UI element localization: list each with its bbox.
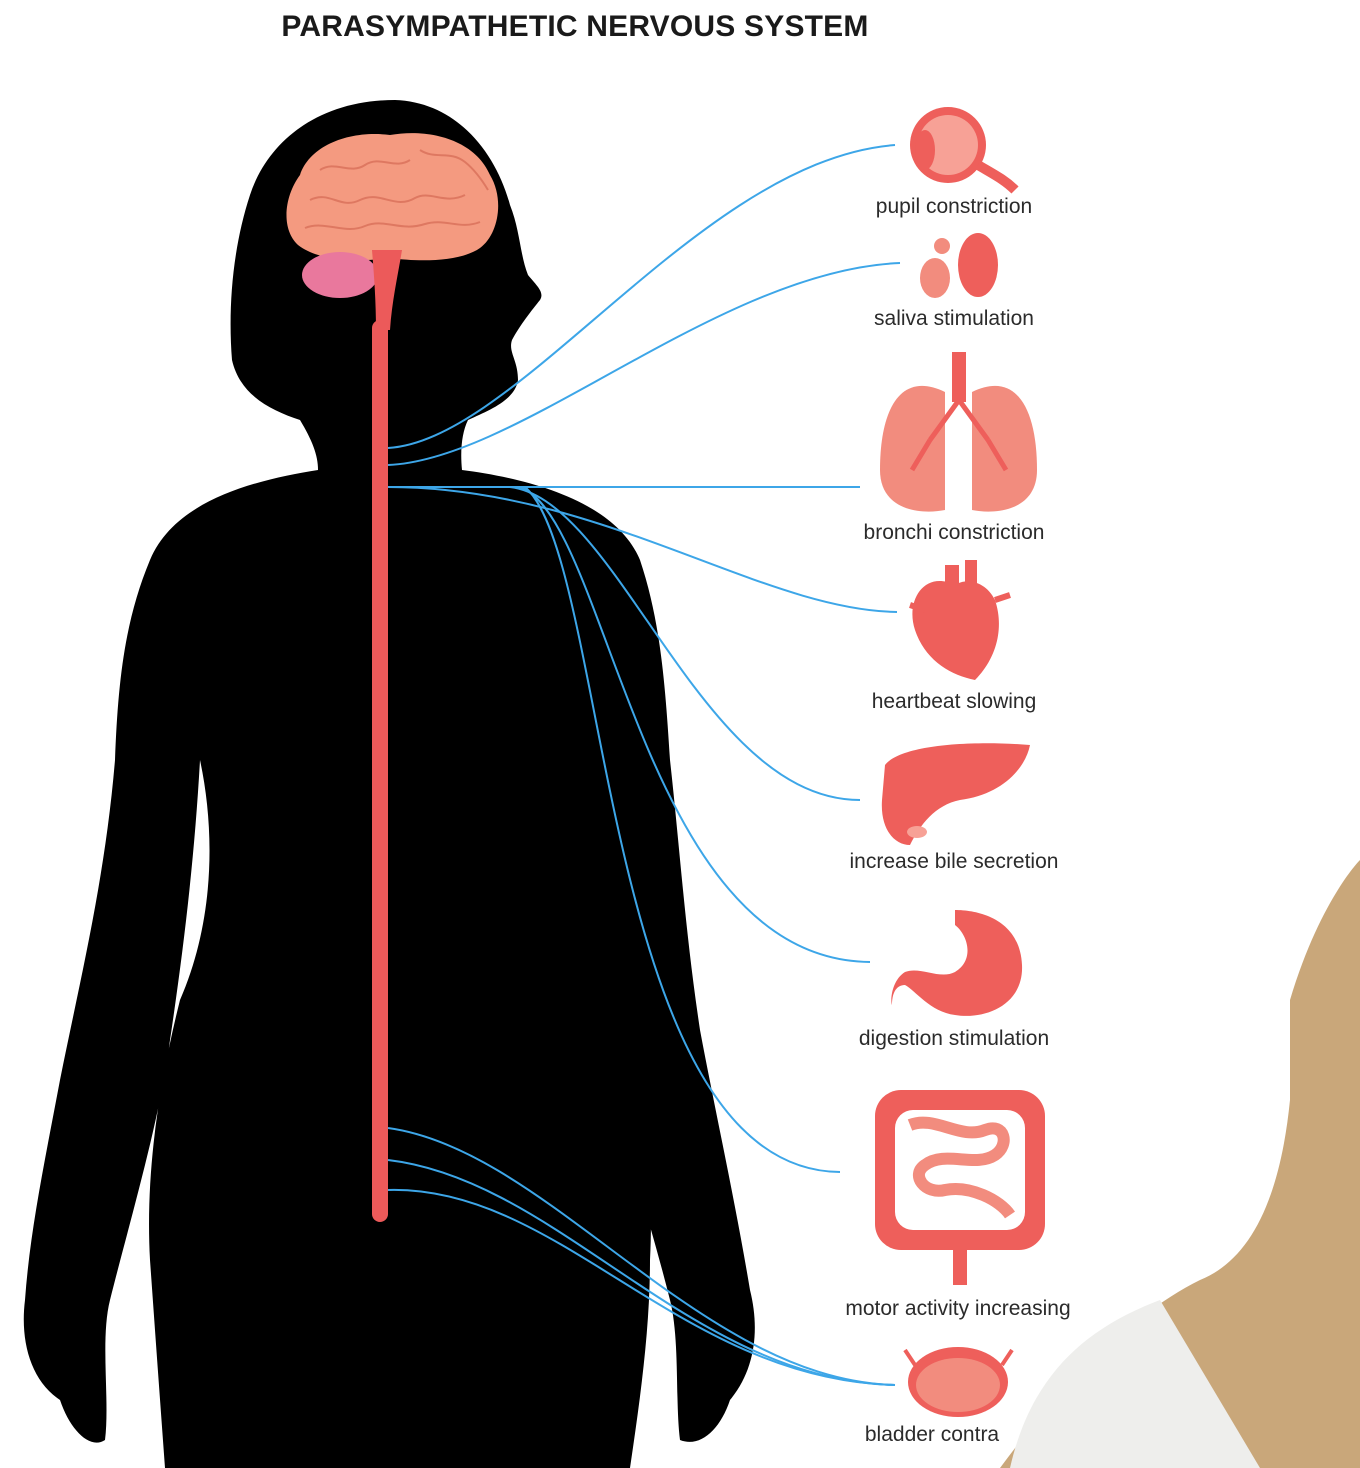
label-stomach: digestion stimulation (804, 1027, 1104, 1051)
stomach-icon (891, 910, 1022, 1016)
label-salivary: saliva stimulation (804, 307, 1104, 331)
cerebellum (302, 252, 378, 298)
spinal-cord (372, 320, 388, 1222)
label-eye: pupil constriction (804, 195, 1104, 219)
label-liver: increase bile secretion (804, 850, 1104, 874)
eye-icon (910, 107, 1015, 190)
presenter-photo (1000, 860, 1360, 1468)
salivary-gland-icon (920, 233, 998, 298)
bladder-icon (905, 1347, 1012, 1417)
lungs-icon (880, 352, 1037, 512)
label-intestines: motor activity increasing (808, 1297, 1108, 1321)
liver-icon (882, 743, 1030, 845)
label-lungs: bronchi constriction (804, 521, 1104, 545)
intestines-icon (875, 1090, 1045, 1285)
heart-icon (910, 560, 1010, 680)
label-bladder: bladder contra (782, 1423, 1082, 1447)
label-heart: heartbeat slowing (804, 690, 1104, 714)
